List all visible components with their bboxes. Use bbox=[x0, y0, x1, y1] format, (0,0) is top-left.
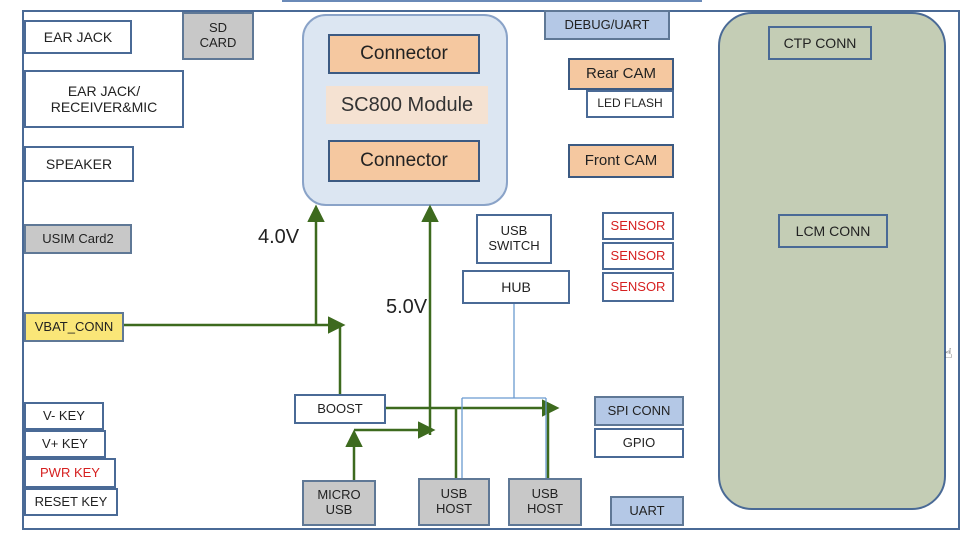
sd-card-box: SD CARD bbox=[182, 12, 254, 60]
pwr-key-box: PWR KEY bbox=[24, 458, 116, 488]
connector-bottom-box: Connector bbox=[328, 140, 480, 182]
gpio-box: GPIO bbox=[594, 428, 684, 458]
boost-box: BOOST bbox=[294, 394, 386, 424]
connector-top-box: Connector bbox=[328, 34, 480, 74]
sensor-3-box: SENSOR bbox=[602, 272, 674, 302]
usb-switch-box: USB SWITCH bbox=[476, 214, 552, 264]
voltage-4v-label: 4.0V bbox=[258, 226, 300, 248]
usb-host-1-box: USB HOST bbox=[418, 478, 490, 526]
v-minus-key-box: V- KEY bbox=[24, 402, 104, 430]
hand-cursor-icon: ☝ bbox=[944, 345, 953, 361]
micro-usb-box: MICRO USB bbox=[302, 480, 376, 526]
spi-conn-box: SPI CONN bbox=[594, 396, 684, 426]
led-flash-box: LED FLASH bbox=[586, 90, 674, 118]
usb-host-2-box: USB HOST bbox=[508, 478, 582, 526]
lcm-panel bbox=[718, 12, 946, 510]
hub-box: HUB bbox=[462, 270, 570, 304]
speaker-box: SPEAKER bbox=[24, 146, 134, 182]
vbat-conn-box: VBAT_CONN bbox=[24, 312, 124, 342]
voltage-5v-label: 5.0V bbox=[386, 296, 428, 318]
module-label: SC800 Module bbox=[326, 86, 488, 124]
uart-box: UART bbox=[610, 496, 684, 526]
rear-cam-box: Rear CAM bbox=[568, 58, 674, 90]
reset-key-box: RESET KEY bbox=[24, 488, 118, 516]
lcm-conn-box: LCM CONN bbox=[778, 214, 888, 248]
usim-card2-box: USIM Card2 bbox=[24, 224, 132, 254]
ear-jack-receiver-mic-box: EAR JACK/ RECEIVER&MIC bbox=[24, 70, 184, 128]
sensor-1-box: SENSOR bbox=[602, 212, 674, 240]
ctp-conn-box: CTP CONN bbox=[768, 26, 872, 60]
top-bar-line bbox=[282, 0, 702, 6]
sensor-2-box: SENSOR bbox=[602, 242, 674, 270]
v-plus-key-box: V+ KEY bbox=[24, 430, 106, 458]
debug-uart-box: DEBUG/UART bbox=[544, 10, 670, 40]
front-cam-box: Front CAM bbox=[568, 144, 674, 178]
diagram-frame bbox=[22, 10, 960, 530]
ear-jack-box: EAR JACK bbox=[24, 20, 132, 54]
